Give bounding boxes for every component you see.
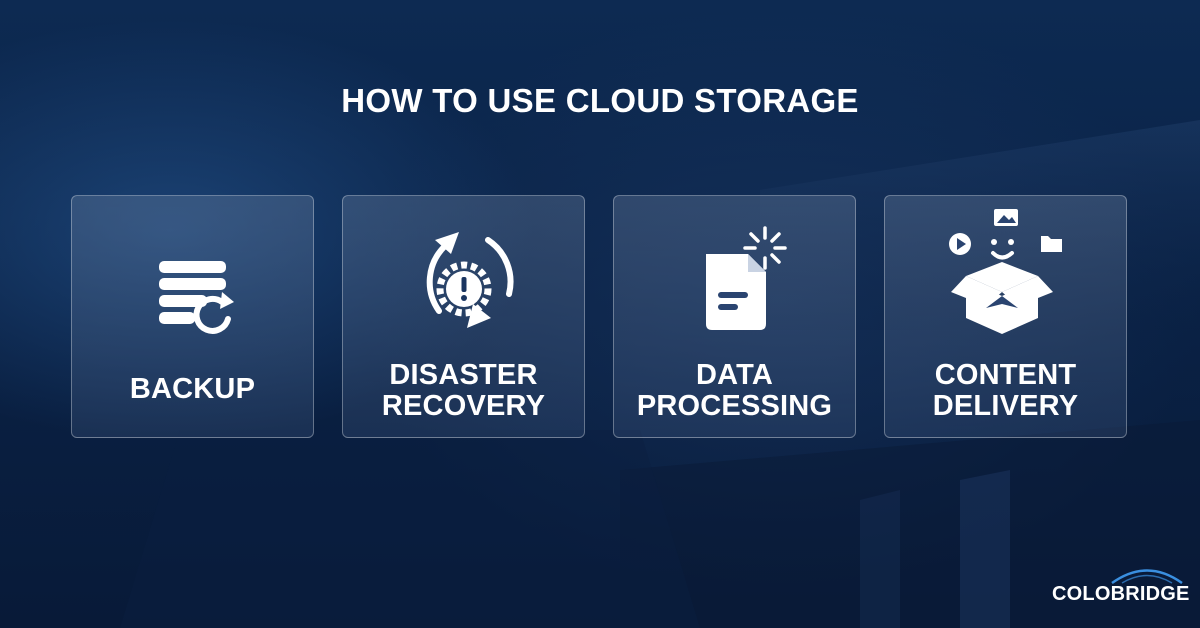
document-loading-icon	[706, 226, 787, 330]
logo-text: COLOBRIDGE	[1052, 583, 1190, 605]
bridge-arc-icon	[1111, 569, 1183, 584]
card-label-content-delivery: CONTENT DELIVERY	[932, 359, 1079, 422]
card-label-data-processing: DATA PROCESSING	[636, 359, 833, 422]
card-backup: BACKUP	[71, 195, 314, 438]
page-title: HOW TO USE CLOUD STORAGE	[341, 82, 859, 119]
gear-alert-recycle-icon	[426, 232, 514, 328]
open-box-media-icon	[949, 209, 1062, 334]
card-label-disaster-recovery: DISASTER RECOVERY	[381, 359, 546, 422]
card-data-processing: DATA PROCESSING	[613, 195, 856, 438]
database-backup-icon	[159, 261, 234, 334]
colobridge-logo: COLOBRIDGE	[1052, 566, 1189, 608]
card-content-delivery: CONTENT DELIVERY	[884, 195, 1127, 438]
card-disaster-recovery: DISASTER RECOVERY	[342, 195, 585, 438]
card-label-backup: BACKUP	[129, 373, 256, 405]
